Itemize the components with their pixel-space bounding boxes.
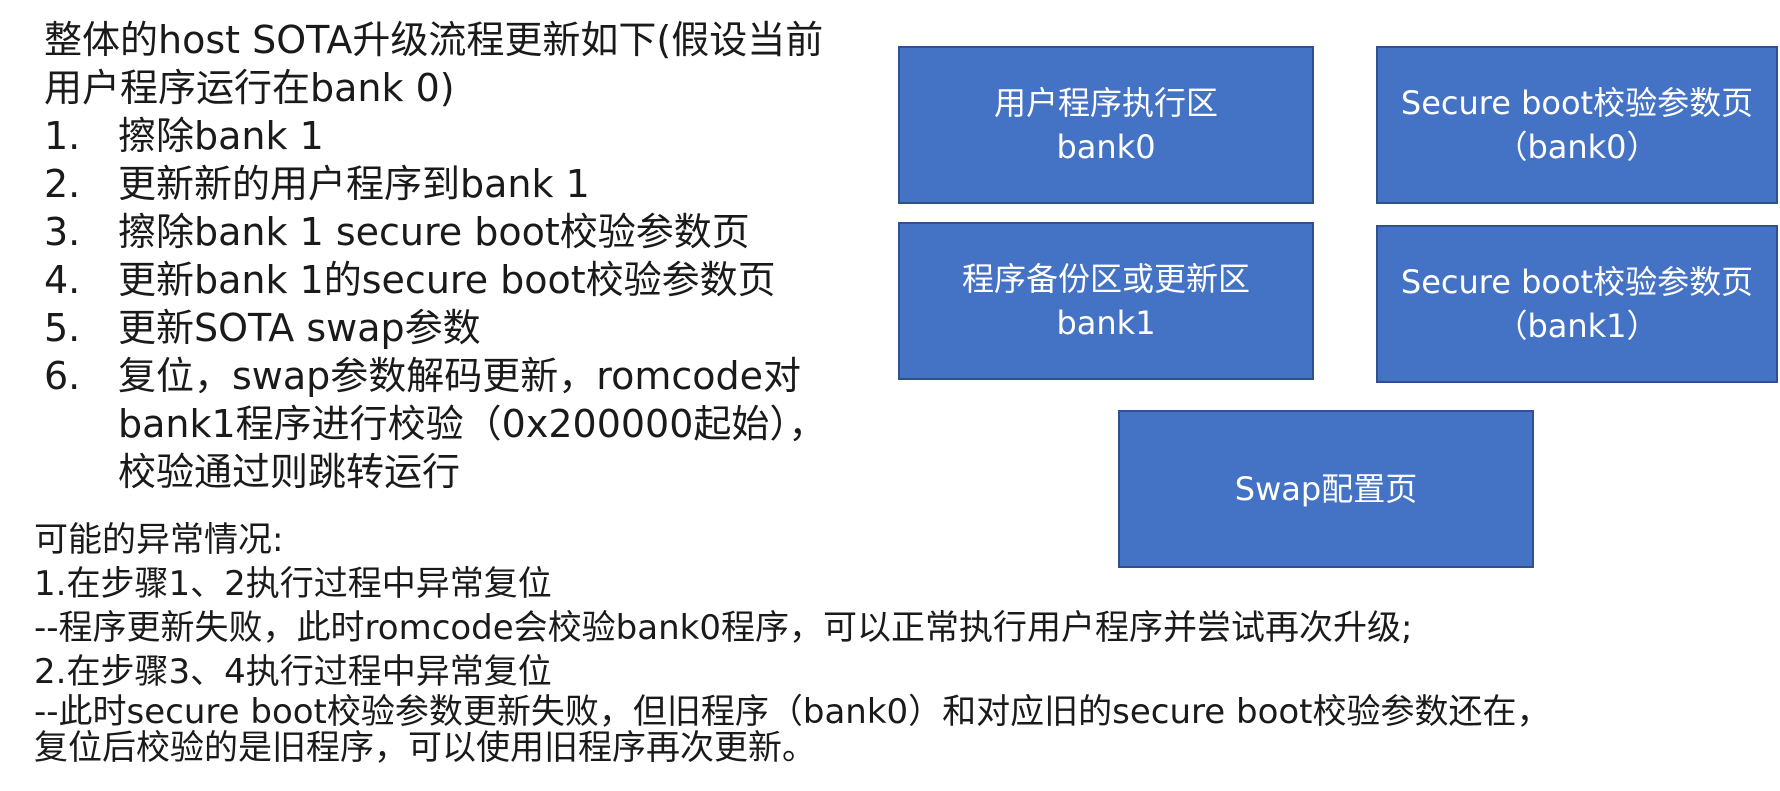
box-label: Secure boot校验参数页: [1400, 263, 1754, 301]
step-line: bank1程序进行校验（0x200000起始），: [118, 402, 827, 446]
exception-case-1-title: 1.在步骤1、2执行过程中异常复位: [34, 564, 552, 604]
step-text: 更新新的用户程序到bank 1: [118, 160, 874, 208]
step-line: 更新bank 1的secure boot校验参数页: [118, 258, 776, 302]
swap-config-page-box: Swap配置页: [1118, 410, 1534, 568]
step-number: 3.: [44, 210, 81, 254]
step-item-1: 1. 擦除bank 1: [44, 112, 874, 160]
exception-case-2-desc-line-2: 复位后校验的是旧程序，可以使用旧程序再次更新。: [34, 728, 816, 768]
step-line: 擦除bank 1 secure boot校验参数页: [118, 210, 750, 254]
step-number: 5.: [44, 306, 81, 350]
step-text: 擦除bank 1 secure boot校验参数页: [118, 208, 874, 256]
step-text: 更新SOTA swap参数: [118, 304, 874, 352]
step-number: 2.: [44, 162, 81, 206]
step-line: 更新新的用户程序到bank 1: [118, 162, 590, 206]
step-number: 6.: [44, 354, 81, 398]
box-sublabel: bank1: [1056, 304, 1156, 342]
bank0-secure-boot-params-box: Secure boot校验参数页 （bank0）: [1376, 46, 1778, 204]
exceptions-heading: 可能的异常情况:: [34, 520, 284, 560]
upgrade-flow-panel: 整体的host SOTA升级流程更新如下(假设当前 用户程序运行在bank 0)…: [44, 16, 874, 496]
step-item-5: 5. 更新SOTA swap参数: [44, 304, 874, 352]
step-line: 更新SOTA swap参数: [118, 306, 481, 350]
upgrade-steps-list: 1. 擦除bank 1 2. 更新新的用户程序到bank 1 3. 擦除bank…: [44, 112, 874, 496]
box-label: 用户程序执行区: [993, 84, 1218, 122]
intro-line-1: 整体的host SOTA升级流程更新如下(假设当前: [44, 18, 824, 62]
step-item-6: 6. 复位，swap参数解码更新，romcode对 bank1程序进行校验（0x…: [44, 352, 874, 496]
step-item-4: 4. 更新bank 1的secure boot校验参数页: [44, 256, 874, 304]
box-label: Secure boot校验参数页: [1400, 84, 1754, 122]
box-sublabel: （bank1）: [1495, 307, 1659, 345]
intro-line-2: 用户程序运行在bank 0): [44, 66, 455, 110]
step-text: 擦除bank 1: [118, 112, 874, 160]
exception-case-2-desc-line-1: --此时secure boot校验参数更新失败，但旧程序（bank0）和对应旧的…: [34, 692, 1551, 732]
step-line: 校验通过则跳转运行: [118, 450, 461, 494]
bank1-backup-region-box: 程序备份区或更新区 bank1: [898, 222, 1314, 380]
box-label: Swap配置页: [1234, 470, 1418, 508]
step-text: 更新bank 1的secure boot校验参数页: [118, 256, 874, 304]
step-line: 擦除bank 1: [118, 114, 324, 158]
box-sublabel: （bank0）: [1495, 128, 1659, 166]
step-item-2: 2. 更新新的用户程序到bank 1: [44, 160, 874, 208]
step-item-3: 3. 擦除bank 1 secure boot校验参数页: [44, 208, 874, 256]
step-text: 复位，swap参数解码更新，romcode对 bank1程序进行校验（0x200…: [118, 352, 874, 496]
bank1-secure-boot-params-box: Secure boot校验参数页 （bank1）: [1376, 225, 1778, 383]
box-sublabel: bank0: [1056, 128, 1156, 166]
step-number: 1.: [44, 114, 81, 158]
box-label: 程序备份区或更新区: [961, 260, 1250, 298]
bank0-exec-region-box: 用户程序执行区 bank0: [898, 46, 1314, 204]
exception-cases-panel: 可能的异常情况: 1.在步骤1、2执行过程中异常复位 --程序更新失败，此时ro…: [34, 518, 1754, 766]
step-line: 复位，swap参数解码更新，romcode对: [118, 354, 801, 398]
exception-case-1-desc: --程序更新失败，此时romcode会校验bank0程序，可以正常执行用户程序并…: [34, 608, 1413, 648]
exception-case-2-title: 2.在步骤3、4执行过程中异常复位: [34, 652, 552, 692]
step-number: 4.: [44, 258, 81, 302]
